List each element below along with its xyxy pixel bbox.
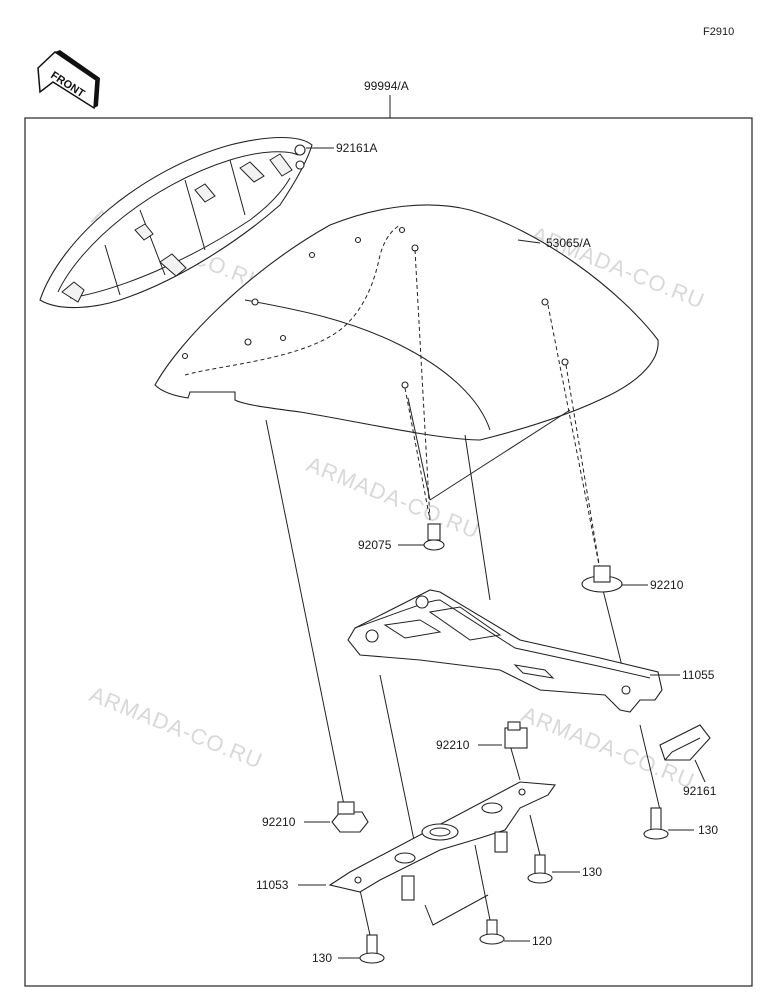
label-130-center: 130 bbox=[582, 865, 602, 879]
label-53065A: 53065/A bbox=[546, 236, 591, 250]
bolt-right-part bbox=[643, 807, 669, 840]
watermark-3: ARMADA-CO.RU bbox=[303, 451, 483, 543]
nut-left-part bbox=[331, 801, 369, 833]
label-92210-mid: 92210 bbox=[436, 738, 470, 752]
damper-part bbox=[659, 724, 711, 761]
label-11055: 11055 bbox=[682, 668, 715, 682]
label-92210-left: 92210 bbox=[262, 815, 296, 829]
label-120: 120 bbox=[532, 934, 552, 948]
label-130-right: 130 bbox=[698, 823, 718, 837]
label-130-left: 130 bbox=[312, 951, 332, 965]
nut-mid-part bbox=[504, 721, 528, 749]
label-11053: 11053 bbox=[256, 878, 289, 892]
seat-cover bbox=[154, 204, 659, 441]
seat-cowl-frame bbox=[39, 136, 313, 309]
label-92210-top: 92210 bbox=[650, 578, 684, 592]
nut-top-part bbox=[581, 565, 623, 593]
label-92075: 92075 bbox=[358, 538, 392, 552]
bolt-center-part bbox=[527, 854, 553, 884]
label-92161A: 92161A bbox=[336, 141, 377, 155]
assembly-label: 99994/A bbox=[364, 79, 409, 93]
label-92161: 92161 bbox=[683, 784, 717, 798]
sub-bracket bbox=[328, 781, 556, 901]
front-arrow-icon: FRONT bbox=[37, 50, 100, 110]
assembly-frame bbox=[24, 117, 753, 987]
bolt-left-part bbox=[359, 934, 385, 964]
bolt-long-part bbox=[479, 919, 505, 945]
main-bracket bbox=[347, 589, 663, 713]
watermark-4: ARMADA-CO.RU bbox=[86, 681, 266, 773]
figure-code: F2910 bbox=[703, 26, 734, 38]
